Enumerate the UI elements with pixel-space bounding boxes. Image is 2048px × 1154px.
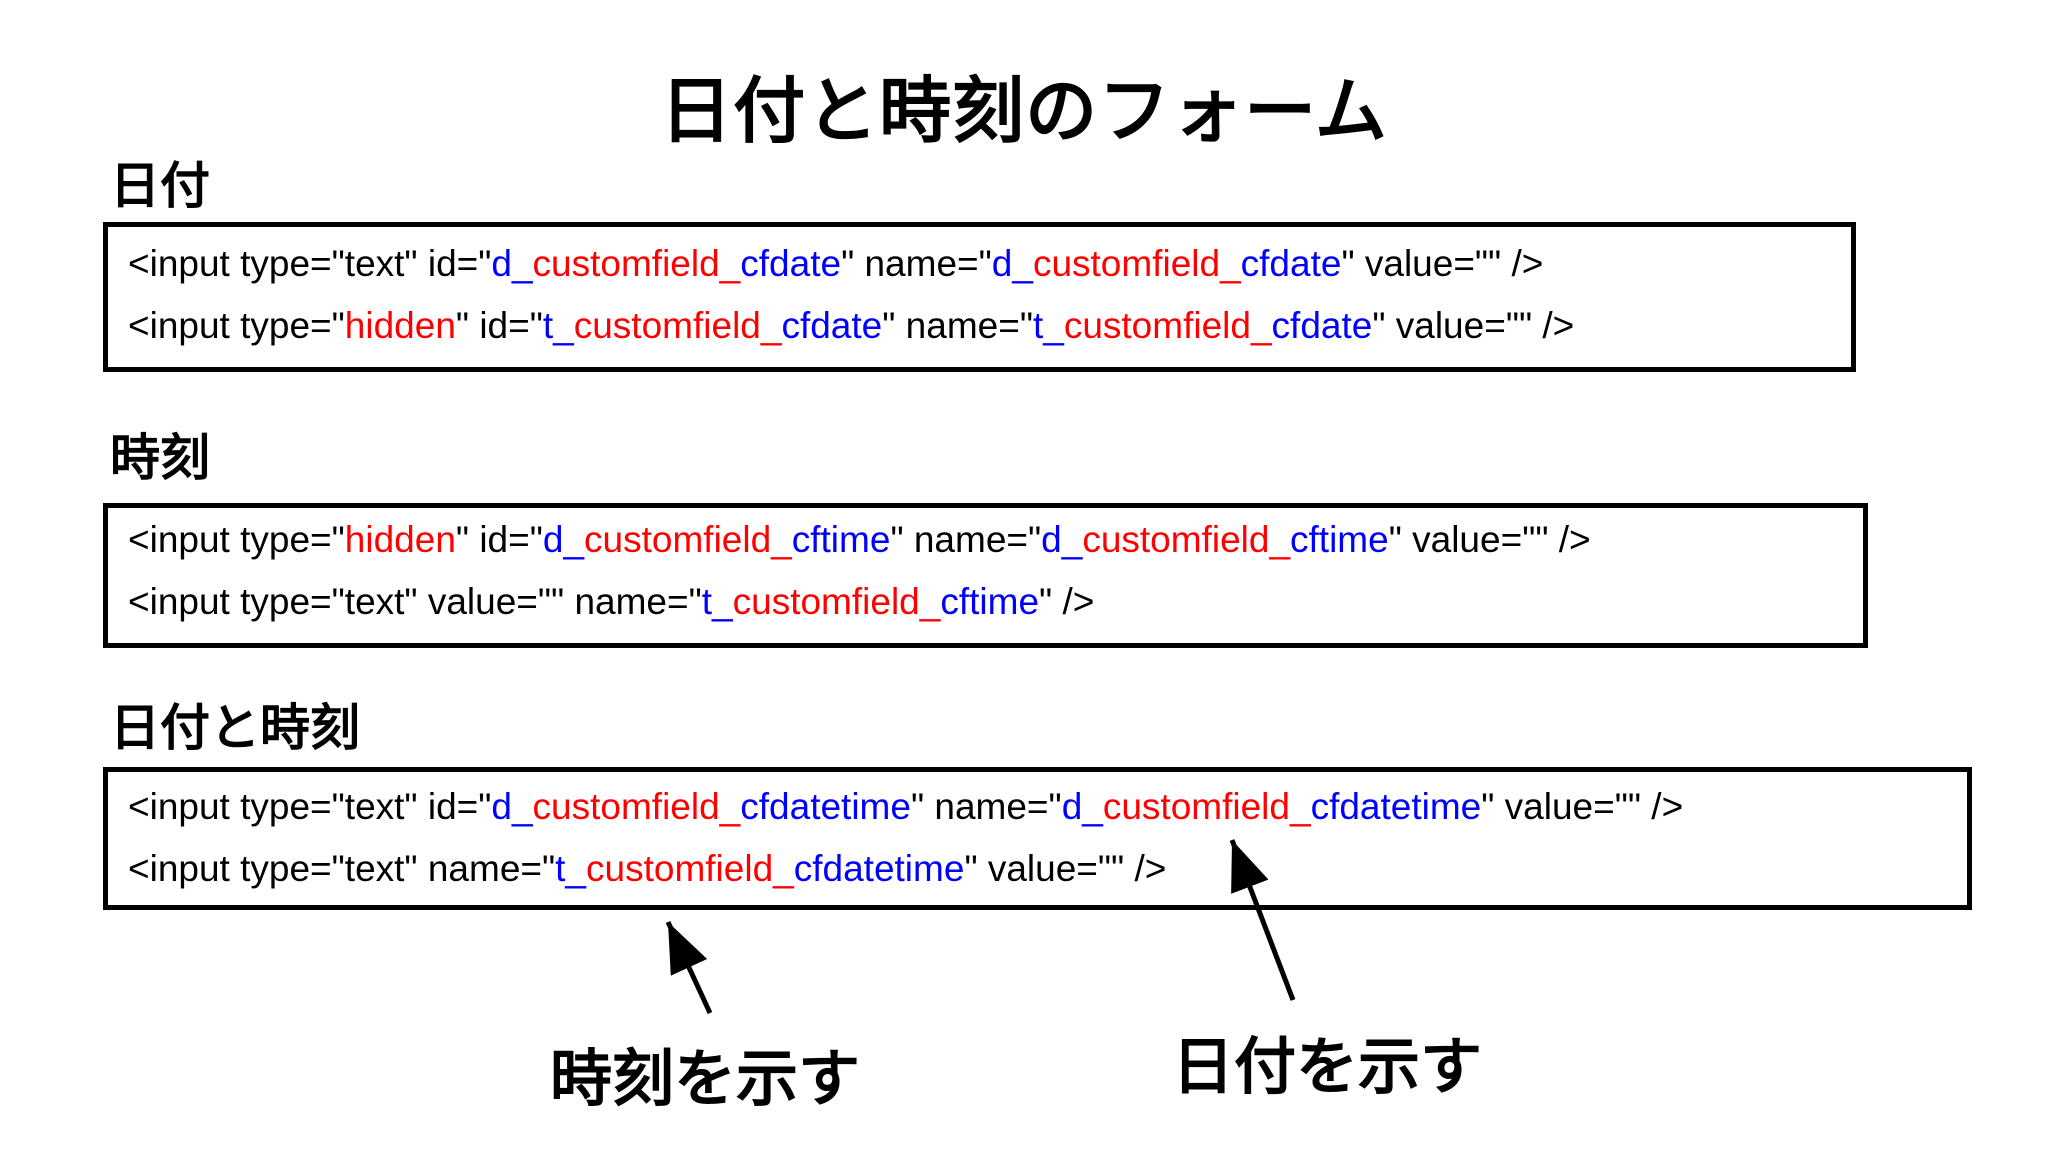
code-segment: " value="" /> (1341, 243, 1544, 284)
code-segment: cftime (791, 519, 891, 560)
code-segment: " /> (1039, 581, 1095, 622)
code-segment: " value="" /> (964, 848, 1167, 889)
code-segment: t_ (701, 581, 733, 622)
code-segment: d_ (1061, 786, 1103, 827)
code-segment: <input type=" (128, 305, 345, 346)
code-segment: cfdatetime (1310, 786, 1482, 827)
annotation-date-label: 日付を示す (1172, 1033, 1483, 1102)
code-line: <input type="hidden" id="t_customfield_c… (128, 295, 1851, 357)
code-segment: <input type="text" id=" (128, 243, 492, 284)
arrow-to-time-prefix-icon (665, 920, 713, 1015)
code-segment: cfdate (1271, 305, 1373, 346)
code-segment: <input type="text" name=" (128, 848, 556, 889)
code-segment: t_ (555, 848, 587, 889)
code-segment: " id=" (455, 305, 543, 346)
code-segment: <input type="text" value="" name=" (128, 581, 702, 622)
code-line: <input type="hidden" id="d_customfield_c… (128, 509, 1863, 571)
code-segment: " name=" (882, 305, 1033, 346)
code-segment: " name=" (841, 243, 992, 284)
code-segment: cfdate (1240, 243, 1342, 284)
code-segment: customfield_ (573, 305, 782, 346)
code-line: <input type="text" id="d_customfield_cfd… (128, 776, 1967, 838)
code-segment: cftime (1290, 519, 1389, 560)
code-segment: cftime (940, 581, 1040, 622)
code-segment: cfdatetime (740, 786, 911, 827)
code-segment: customfield_ (586, 848, 794, 889)
code-line: <input type="text" value="" name="t_cust… (128, 571, 1863, 633)
code-box-datetime: <input type="text" id="d_customfield_cfd… (103, 767, 1972, 910)
code-segment: " name=" (890, 519, 1042, 560)
code-segment: " value="" /> (1481, 786, 1684, 827)
section-label-datetime: 日付と時刻 (110, 700, 360, 756)
code-segment: customfield_ (584, 519, 792, 560)
code-segment: customfield_ (532, 243, 741, 284)
code-segment: " value="" /> (1388, 519, 1591, 560)
code-line: <input type="text" name="t_customfield_c… (128, 838, 1967, 900)
code-segment: <input type=" (128, 519, 345, 560)
code-segment: d_ (491, 786, 533, 827)
code-segment: <input type="text" id=" (128, 786, 492, 827)
code-segment: hidden (344, 519, 456, 560)
code-line: <input type="text" id="d_customfield_cfd… (128, 233, 1851, 295)
code-segment: " id=" (455, 519, 543, 560)
code-segment: cfdate (781, 305, 883, 346)
code-segment: customfield_ (732, 581, 941, 622)
annotation-time-label: 時刻を示す (550, 1045, 861, 1114)
code-box-time: <input type="hidden" id="d_customfield_c… (103, 503, 1868, 648)
code-segment: customfield_ (1102, 786, 1311, 827)
code-box-date: <input type="text" id="d_customfield_cfd… (103, 222, 1856, 372)
code-segment: hidden (344, 305, 456, 346)
code-segment: cfdatetime (793, 848, 965, 889)
code-segment: customfield_ (1032, 243, 1241, 284)
code-segment: t_ (542, 305, 574, 346)
section-label-date: 日付 (110, 158, 210, 214)
code-segment: d_ (542, 519, 585, 560)
code-segment: " value="" /> (1372, 305, 1575, 346)
section-label-time: 時刻 (110, 430, 210, 486)
code-segment: " name=" (910, 786, 1062, 827)
page-title: 日付と時刻のフォーム (660, 72, 1388, 152)
code-segment: d_ (491, 243, 533, 284)
code-segment: d_ (991, 243, 1033, 284)
code-segment: customfield_ (1082, 519, 1291, 560)
code-segment: cfdate (740, 243, 842, 284)
code-segment: t_ (1032, 305, 1064, 346)
code-segment: customfield_ (532, 786, 741, 827)
code-segment: d_ (1041, 519, 1083, 560)
code-segment: customfield_ (1063, 305, 1272, 346)
